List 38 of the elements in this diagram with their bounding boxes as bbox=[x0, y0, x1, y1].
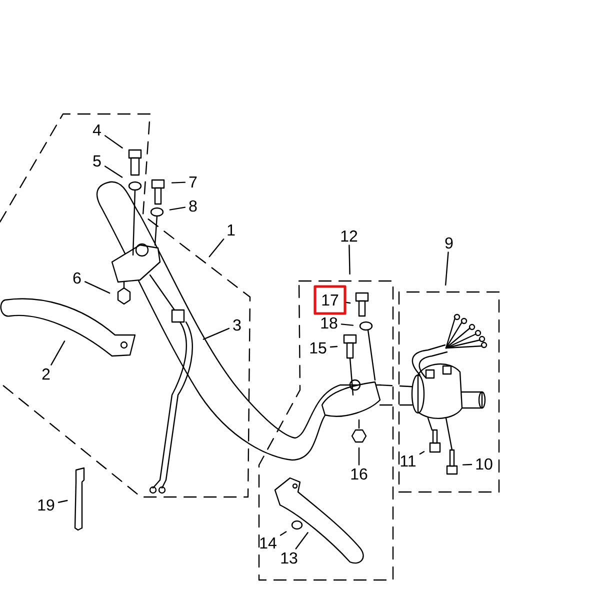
callout-number: 4 bbox=[92, 124, 101, 136]
leader-line bbox=[171, 182, 186, 184]
leader-line bbox=[58, 500, 68, 503]
leader-line bbox=[202, 328, 230, 340]
leader-line bbox=[348, 244, 350, 275]
callout-number: 9 bbox=[445, 237, 453, 249]
leader-line bbox=[462, 464, 472, 466]
callout-number: 8 bbox=[189, 200, 197, 212]
callout-number: 11 bbox=[400, 456, 416, 466]
leader-line bbox=[346, 302, 351, 304]
callout-number: 19 bbox=[38, 499, 54, 511]
callout-number: 13 bbox=[281, 552, 298, 564]
callout-number: 14 bbox=[260, 538, 276, 548]
leader-line bbox=[340, 324, 354, 326]
callout-number: 12 bbox=[341, 230, 358, 242]
callout-number: 18 bbox=[321, 317, 338, 329]
callout-number: 7 bbox=[189, 176, 197, 188]
leader-line bbox=[169, 206, 186, 210]
leader-line bbox=[104, 135, 123, 148]
callout-number: 10 bbox=[476, 458, 492, 470]
leader-line bbox=[330, 346, 338, 348]
leader-line bbox=[295, 532, 308, 550]
callout-number: 5 bbox=[93, 155, 101, 167]
callout-number: 3 bbox=[233, 319, 241, 331]
leader-line bbox=[280, 531, 287, 536]
leader-line bbox=[208, 238, 224, 258]
callout-number: 2 bbox=[42, 368, 50, 380]
leader-line bbox=[358, 447, 360, 466]
leader-line bbox=[104, 166, 123, 178]
callout-number: 6 bbox=[73, 272, 81, 284]
leader-line bbox=[419, 451, 425, 455]
leader-line bbox=[50, 340, 66, 366]
callout-number: 1 bbox=[228, 224, 235, 236]
highlighted-callout-number: 17 bbox=[314, 285, 346, 315]
leader-line bbox=[84, 281, 110, 294]
callout-number: 15 bbox=[310, 342, 326, 354]
leader-line bbox=[445, 252, 449, 286]
callout-number: 16 bbox=[351, 468, 368, 480]
